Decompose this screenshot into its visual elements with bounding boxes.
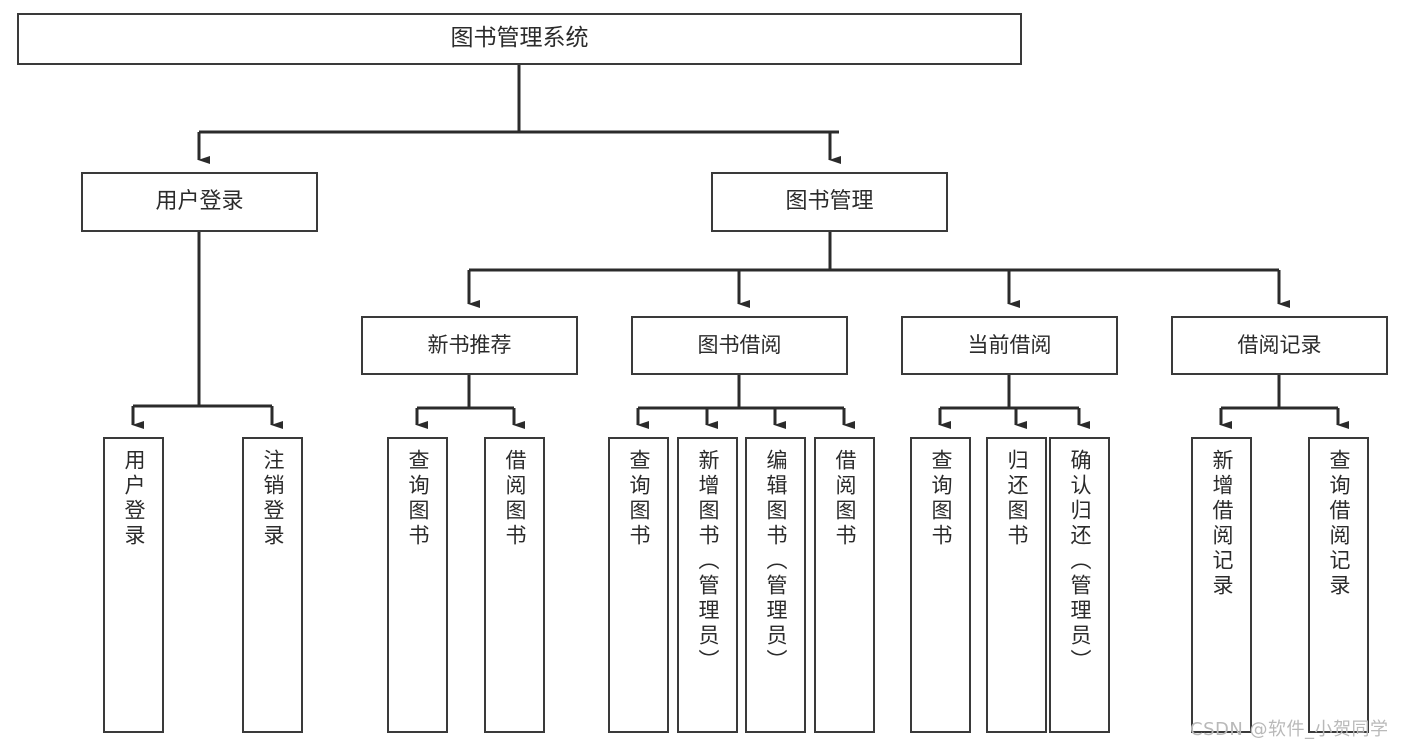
node-leaf-query-book-rec[interactable]: 查询图书 [387,437,448,733]
node-leaf-borrow-book-bor-label: 借阅图书 [833,449,857,549]
node-current-borrow[interactable]: 当前借阅 [901,316,1118,375]
node-leaf-query-book-cur-label: 查询图书 [929,449,953,549]
node-leaf-return-book-label: 归还图书 [1005,449,1029,549]
node-leaf-edit-book[interactable]: 编辑图书（管理员） [745,437,806,733]
watermark: CSDN @软件_小贺同学 [1190,719,1389,740]
node-leaf-confirm-return[interactable]: 确认归还（管理员） [1049,437,1110,733]
node-user-login-label: 用户登录 [155,189,244,215]
node-leaf-user-login[interactable]: 用户登录 [103,437,164,733]
node-borrow-record[interactable]: 借阅记录 [1171,316,1388,375]
node-leaf-query-book-bor[interactable]: 查询图书 [608,437,669,733]
node-leaf-query-book-cur[interactable]: 查询图书 [910,437,971,733]
node-leaf-borrow-book-rec[interactable]: 借阅图书 [484,437,545,733]
node-book-borrow-label: 图书借阅 [697,333,782,358]
node-leaf-query-book-bor-label: 查询图书 [627,449,651,549]
node-new-book-rec[interactable]: 新书推荐 [361,316,578,375]
node-leaf-add-borrow-rec-label: 新增借阅记录 [1210,449,1234,599]
node-leaf-user-login-label: 用户登录 [122,449,146,549]
node-leaf-borrow-book-rec-label: 借阅图书 [503,449,527,549]
node-book-manage-label: 图书管理 [785,189,874,215]
node-root[interactable]: 图书管理系统 [17,13,1022,65]
node-leaf-add-book-label: 新增图书（管理员） [696,449,720,674]
node-root-label: 图书管理系统 [450,25,589,52]
node-current-borrow-label: 当前借阅 [967,333,1052,358]
node-new-book-rec-label: 新书推荐 [427,333,512,358]
node-leaf-confirm-return-label: 确认归还（管理员） [1068,449,1092,674]
node-book-manage[interactable]: 图书管理 [711,172,948,232]
node-leaf-add-book[interactable]: 新增图书（管理员） [677,437,738,733]
node-leaf-logout-label: 注销登录 [261,449,285,549]
node-leaf-logout[interactable]: 注销登录 [242,437,303,733]
node-leaf-borrow-book-bor[interactable]: 借阅图书 [814,437,875,733]
node-leaf-return-book[interactable]: 归还图书 [986,437,1047,733]
node-user-login[interactable]: 用户登录 [81,172,318,232]
node-leaf-query-book-rec-label: 查询图书 [406,449,430,549]
node-leaf-edit-book-label: 编辑图书（管理员） [764,449,788,674]
node-book-borrow[interactable]: 图书借阅 [631,316,848,375]
node-leaf-query-borrow-rec-label: 查询借阅记录 [1327,449,1351,599]
node-borrow-record-label: 借阅记录 [1237,333,1322,358]
node-leaf-query-borrow-rec[interactable]: 查询借阅记录 [1308,437,1369,733]
node-leaf-add-borrow-rec[interactable]: 新增借阅记录 [1191,437,1252,733]
